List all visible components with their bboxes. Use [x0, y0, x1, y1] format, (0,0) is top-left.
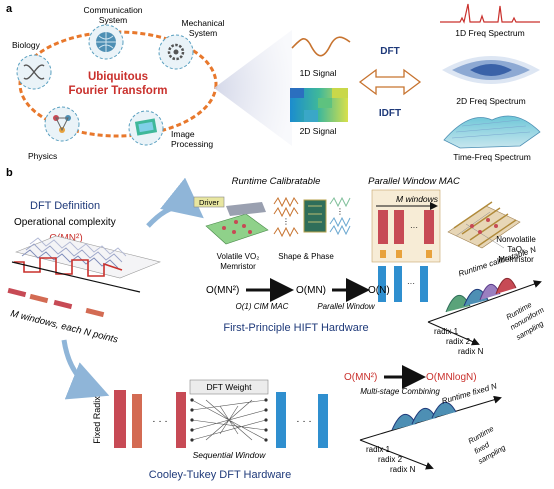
physics-label: Physics — [28, 151, 57, 161]
radix-1-top: radix 1 — [434, 327, 459, 336]
gear-icon — [158, 34, 194, 70]
signal-1d-wave — [291, 36, 351, 57]
nonvolatile-label-line3: Memristor — [498, 255, 534, 264]
nonvolatile-label-line2: TaOₓ — [507, 245, 525, 254]
image-label-line1: Image — [171, 129, 195, 139]
radix-2-top: radix 2 — [446, 337, 471, 346]
stage-ellipsis-left: · · · — [152, 416, 168, 427]
biology-icon — [16, 54, 52, 90]
cooley-tukey-title: Cooley-Tukey DFT Hardware — [149, 469, 291, 481]
multi-stage-label: Multi-stage Combining — [360, 387, 440, 396]
freq-2d-spectrum — [442, 56, 540, 84]
dft-definition-label: DFT Definition — [30, 200, 100, 212]
mac-output-bars: ··· — [378, 266, 428, 302]
panel-b-label: b — [6, 167, 13, 179]
operational-complexity-label: Operational complexity — [14, 217, 116, 228]
sequential-window-label: Sequential Window — [193, 450, 267, 460]
runtime-fixed-n-label: Runtime fixed N — [441, 381, 498, 405]
shape-phase-waves: ⋮ ⋮ — [273, 196, 351, 238]
svg-text:···: ··· — [407, 279, 415, 288]
freq-1d-label: 1D Freq Spectrum — [455, 28, 524, 38]
parallel-window-mac-title: Parallel Window MAC — [368, 176, 460, 187]
chain-note-1: O(1) CIM MAC — [236, 302, 289, 311]
physics-icon — [44, 106, 80, 142]
shape-phase-label: Shape & Phase — [278, 252, 334, 261]
time-freq-surface — [443, 115, 541, 149]
volatile-label-line1: Volatile VO₂ — [217, 252, 260, 261]
time-freq-label: Time-Freq Spectrum — [453, 152, 531, 162]
runtime-fixed-plot — [359, 395, 502, 470]
mechanical-label-line1: Mechanical — [182, 18, 225, 28]
nonvolatile-label-line1: Nonvolatile — [496, 235, 536, 244]
mechanical-label-line2: System — [189, 28, 217, 38]
chain-step-3: O(N) — [368, 285, 390, 296]
signal-2d-label: 2D Signal — [300, 126, 337, 136]
dft-weight-box — [189, 379, 269, 395]
image-label-line2: Processing — [171, 139, 213, 149]
communication-label-line1: Communication — [83, 5, 142, 15]
radix-1-bottom: radix 1 — [366, 445, 391, 454]
radix-n-top: radix N — [458, 347, 484, 356]
biology-label: Biology — [12, 40, 41, 50]
idft-label: IDFT — [379, 108, 401, 119]
svg-text:⋮: ⋮ — [336, 207, 344, 216]
signal-2d-heatmap — [290, 88, 348, 122]
hift-hardware-title: First-Principle HIFT Hardware — [223, 322, 368, 334]
signal-1d-label: 1D Signal — [300, 68, 337, 78]
radix-2-bottom: radix 2 — [378, 455, 403, 464]
svg-text:⋮: ⋮ — [282, 217, 290, 226]
driver-box — [193, 196, 225, 208]
runtime-calibratable-title: Runtime Calibratable — [232, 176, 321, 187]
chain-note-2: Parallel Window — [317, 302, 376, 311]
communication-label-line2: System — [99, 15, 127, 25]
butterfly-network — [190, 398, 268, 442]
stage-ellipsis-right: · · · — [296, 416, 312, 427]
nonvolatile-crossbar — [447, 201, 521, 249]
radix-n-bottom: radix N — [390, 465, 416, 474]
globe-icon — [88, 24, 124, 60]
projection-cone — [214, 30, 292, 146]
freq-1d-spectrum — [440, 3, 540, 24]
chain-step-1: O(MN²) — [206, 285, 239, 296]
driver-label: Driver — [199, 198, 220, 207]
freq-2d-label: 2D Freq Spectrum — [456, 96, 525, 106]
arrow-to-cooley-tukey — [61, 339, 110, 400]
fixed-radix-label: Fixed Radix — [92, 396, 102, 444]
ct-chain-step-2: O(MNlogN) — [426, 372, 477, 383]
dft-double-arrow — [358, 68, 422, 96]
ct-chain-step-1: O(MN²) — [344, 372, 377, 383]
windowed-waves-diagram — [11, 235, 161, 293]
center-title-line2: Fourier Transform — [68, 85, 167, 97]
image-icon — [128, 110, 164, 146]
m-windows-label: M windows — [396, 194, 439, 204]
dft-label: DFT — [380, 46, 399, 57]
window-segments — [7, 287, 105, 318]
mac-columns: ··· — [378, 210, 434, 258]
cooley-tukey-stages: · · · · · · — [114, 390, 328, 448]
svg-text:···: ··· — [410, 223, 418, 232]
volatile-label-line2: Memristor — [220, 262, 256, 271]
dft-weight-label: DFT Weight — [206, 382, 252, 392]
runtime-calibratable-plot — [427, 278, 542, 346]
volatile-memristor-chip — [205, 202, 269, 245]
panel-a-label: a — [6, 3, 13, 15]
chain-step-2: O(MN) — [296, 285, 326, 296]
arrow-to-hift — [146, 177, 204, 228]
center-title-line1: Ubiquitous — [88, 71, 148, 83]
